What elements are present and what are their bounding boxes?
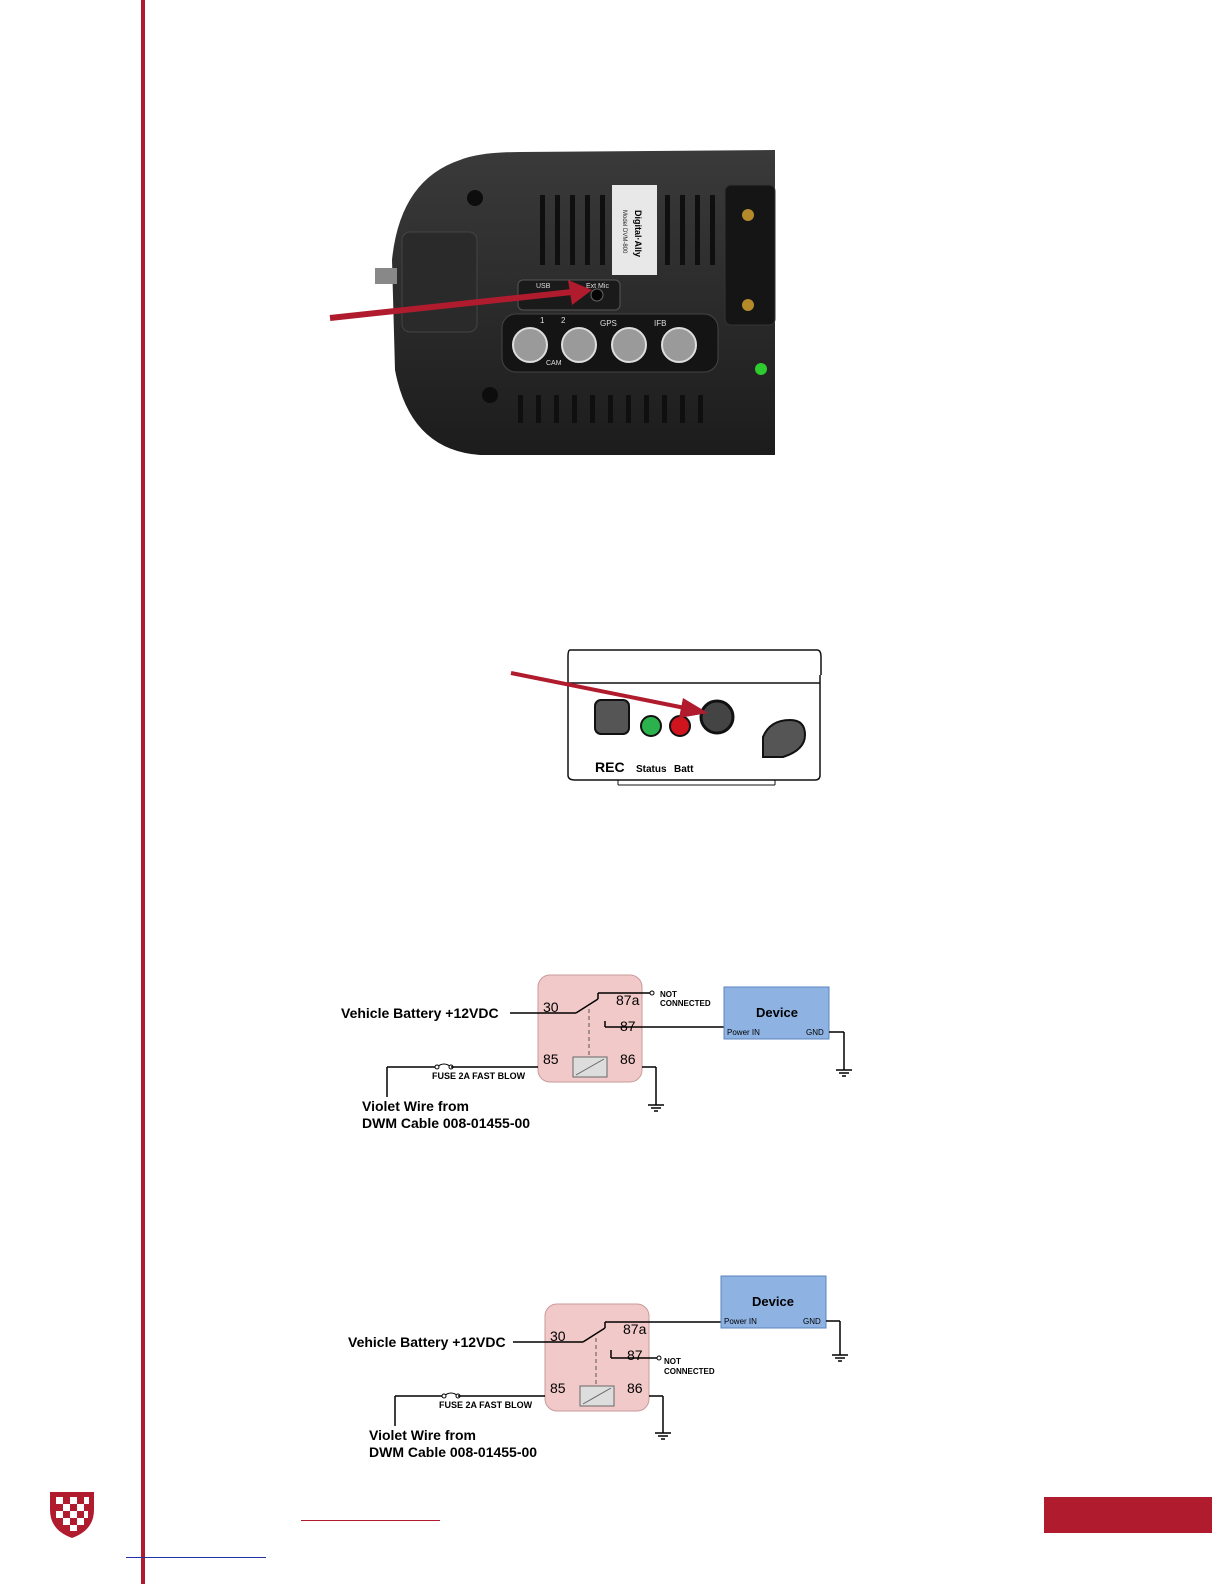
gps-port-label: GPS [600, 319, 617, 328]
wd2-battery-label: Vehicle Battery +12VDC [348, 1334, 506, 1350]
footer-link-underline[interactable] [301, 1520, 440, 1521]
wd1-pin-30: 30 [543, 999, 559, 1015]
wd1-pin-86: 86 [620, 1051, 636, 1067]
wd2-pin-87a: 87a [623, 1321, 647, 1337]
wd1-not-connected-2: CONNECTED [660, 999, 711, 1008]
cam1-label: 1 [540, 316, 545, 325]
wd1-power-in: Power IN [727, 1028, 760, 1037]
footer-blue-underline[interactable] [126, 1557, 266, 1558]
wd2-violet-line1: Violet Wire from [369, 1427, 476, 1443]
ext-mic-port-label: Ext Mic [586, 283, 609, 290]
wd1-violet-line1: Violet Wire from [362, 1098, 469, 1114]
wd1-pin-87a: 87a [616, 992, 640, 1008]
cam-label: CAM [546, 360, 562, 367]
cam2-label: 2 [561, 316, 566, 325]
wd2-pin-30: 30 [550, 1328, 566, 1344]
ifb-port-label: IFB [654, 319, 666, 328]
transmitter-diagram: REC Status Batt [510, 649, 822, 786]
wd1-device-title: Device [756, 1005, 798, 1020]
wd2-pin-86: 86 [627, 1380, 643, 1396]
footer-page-number-bar [1044, 1497, 1212, 1533]
wiring-diagram-2: 30 87a 87 85 86 NOT CONNECTED Device Pow… [348, 1275, 848, 1460]
wd2-gnd: GND [803, 1317, 821, 1326]
wiring-diagram-1: 30 87a 87 85 86 NOT CONNECTED Device Pow… [341, 974, 852, 1131]
rec-label: REC [595, 759, 625, 775]
batt-label: Batt [674, 764, 694, 775]
wd2-not-connected-2: CONNECTED [664, 1367, 715, 1376]
wd1-pin-87: 87 [620, 1018, 636, 1034]
wd2-device-title: Device [752, 1294, 794, 1309]
usb-port-label: USB [536, 283, 551, 290]
wd2-pin-85: 85 [550, 1380, 566, 1396]
wd2-fuse-label: FUSE 2A FAST BLOW [439, 1400, 533, 1410]
wd2-power-in: Power IN [724, 1317, 757, 1326]
wd1-violet-line2: DWM Cable 008-01455-00 [362, 1115, 530, 1131]
wd1-pin-85: 85 [543, 1051, 559, 1067]
wd1-not-connected-1: NOT [660, 990, 677, 999]
wd1-gnd: GND [806, 1028, 824, 1037]
wd2-violet-line2: DWM Cable 008-01455-00 [369, 1444, 537, 1460]
left-margin-rule [141, 0, 145, 1584]
wd1-fuse-label: FUSE 2A FAST BLOW [432, 1071, 526, 1081]
dvm-brand-label: Digital·Ally [633, 210, 643, 257]
wd1-battery-label: Vehicle Battery +12VDC [341, 1005, 499, 1021]
wd2-pin-87: 87 [627, 1347, 643, 1363]
dvm-model-label: Model DVM-800 [621, 210, 627, 254]
wd2-not-connected-1: NOT [664, 1357, 681, 1366]
shield-logo-icon [50, 1492, 94, 1538]
dvm-unit-photo: Digital·Ally Model DVM-800 USB Ext Mic 1… [329, 150, 776, 455]
status-label: Status [636, 764, 667, 775]
